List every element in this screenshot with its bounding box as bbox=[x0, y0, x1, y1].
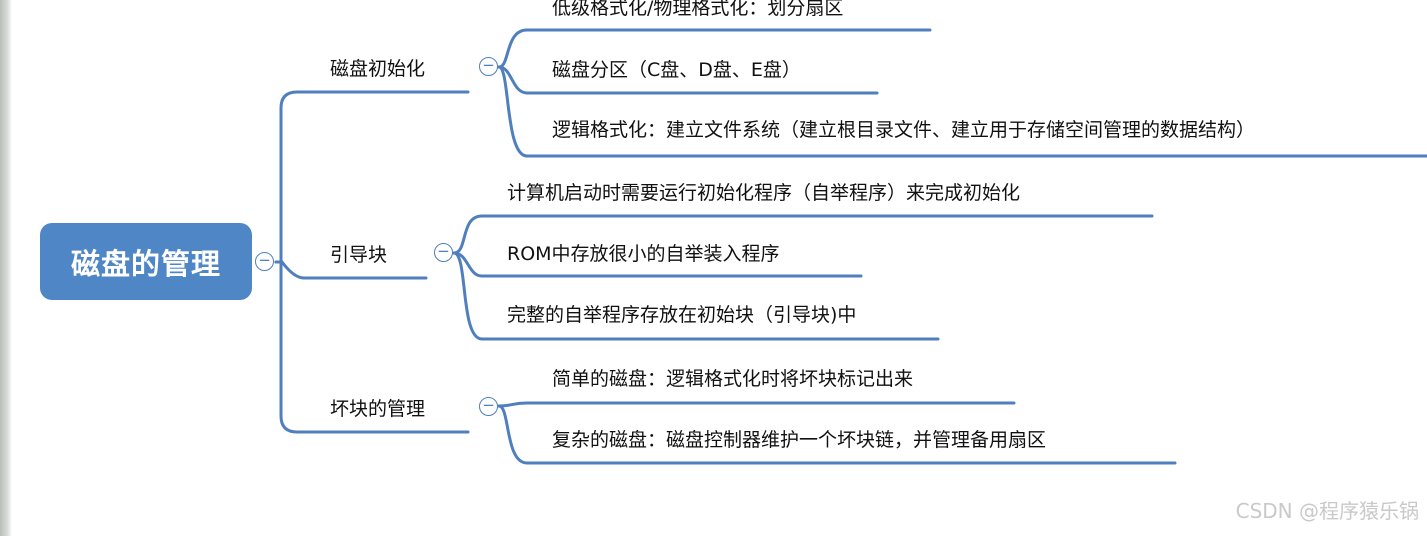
connector-bad-1 bbox=[497, 401, 529, 408]
connector-disk-init-1 bbox=[497, 28, 529, 69]
boot-block-item-3[interactable]: 完整的自举程序存放在初始块（引导块)中 bbox=[507, 304, 857, 326]
boot-block-collapse-icon[interactable]: − bbox=[434, 243, 453, 262]
connector-root-disk-init bbox=[274, 90, 306, 264]
bad-block-item-2[interactable]: 复杂的磁盘：磁盘控制器维护一个坏块链，并管理备用扇区 bbox=[552, 429, 1047, 451]
connector-root-bad-block bbox=[274, 260, 306, 434]
root-label: 磁盘的管理 bbox=[70, 246, 221, 281]
connector-boot-3 bbox=[452, 251, 484, 341]
disk-init-collapse-icon[interactable]: − bbox=[479, 57, 498, 76]
root-collapse-icon[interactable]: − bbox=[255, 252, 274, 271]
disk-init-item-1[interactable]: 低级格式化/物理格式化：划分扇区 bbox=[552, 0, 844, 19]
disk-init-item-2[interactable]: 磁盘分区（C盘、D盘、E盘） bbox=[552, 59, 801, 81]
root-node[interactable]: 磁盘的管理 bbox=[40, 223, 252, 300]
boot-block-item-2[interactable]: ROM中存放很小的自举装入程序 bbox=[507, 243, 780, 265]
disk-init-item-3[interactable]: 逻辑格式化：建立文件系统（建立根目录文件、建立用于存储空间管理的数据结构） bbox=[552, 119, 1256, 141]
watermark: CSDN @程序猿乐锅 bbox=[1235, 499, 1419, 523]
boot-block-item-1[interactable]: 计算机启动时需要运行初始化程序（自举程序）来完成初始化 bbox=[507, 182, 1021, 204]
bad-block-item-1[interactable]: 简单的磁盘：逻辑格式化时将坏块标记出来 bbox=[552, 368, 914, 390]
bad-block-collapse-icon[interactable]: − bbox=[479, 397, 498, 416]
connector-disk-init-3 bbox=[497, 65, 529, 158]
connector-boot-1 bbox=[452, 214, 484, 255]
branch-disk-init-label[interactable]: 磁盘初始化 bbox=[330, 58, 426, 80]
branch-bad-block-label[interactable]: 坏块的管理 bbox=[330, 398, 426, 420]
window-edge bbox=[0, 0, 12, 536]
connector-bad-2 bbox=[497, 404, 529, 465]
branch-boot-block-label[interactable]: 引导块 bbox=[330, 244, 388, 266]
